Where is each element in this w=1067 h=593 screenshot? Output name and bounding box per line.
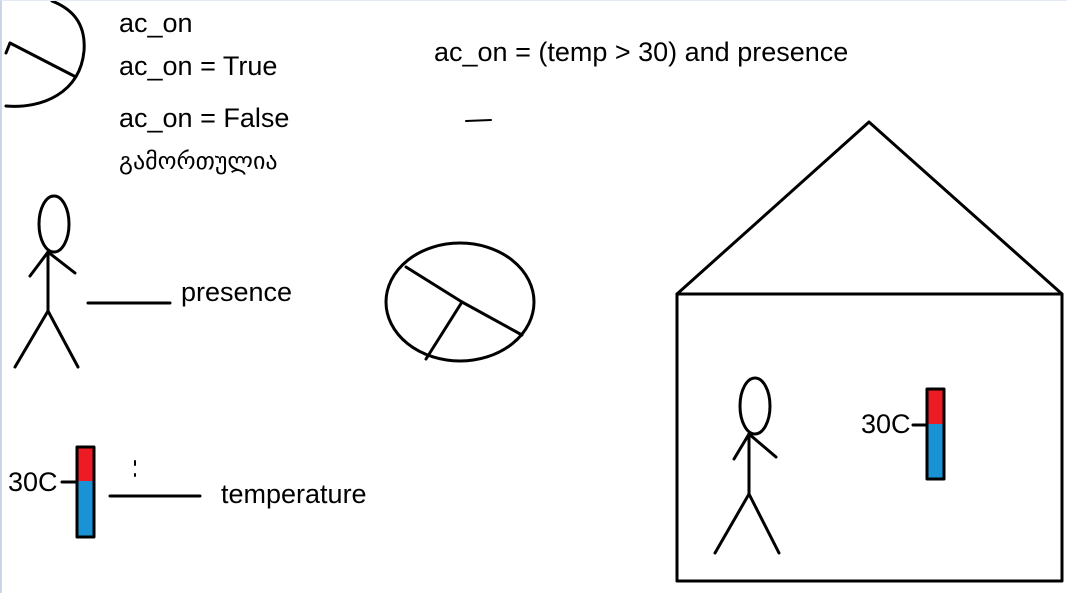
stick-figure-house (713, 376, 781, 555)
ac-dial-partial (4, 1, 86, 108)
ac-dial-center (384, 241, 536, 363)
ac-on-false-label: ac_on = False (119, 103, 290, 133)
thermometer-left-hot (77, 447, 94, 481)
thermometer-left-cold (77, 481, 94, 537)
stray-dash (465, 119, 492, 122)
thermometer-left (60, 445, 96, 539)
temperature-label: temperature (221, 479, 367, 509)
ac-on-true-label: ac_on = True (119, 51, 278, 81)
formula-label: ac_on = (temp > 30) and presence (434, 37, 849, 67)
thermometer-house-reading: 30C (861, 409, 911, 439)
stick-figure-presence (13, 194, 80, 369)
thermometer-house-hot (927, 389, 944, 424)
thermometer-left-reading: 30C (8, 467, 58, 497)
presence-label: presence (181, 277, 293, 307)
ac-on-label: ac_on (119, 8, 193, 38)
thermometer-house (911, 387, 946, 481)
off-georgian-label: გამორთულია (119, 147, 278, 175)
house (675, 120, 1064, 583)
thermometer-house-cold (927, 424, 944, 479)
